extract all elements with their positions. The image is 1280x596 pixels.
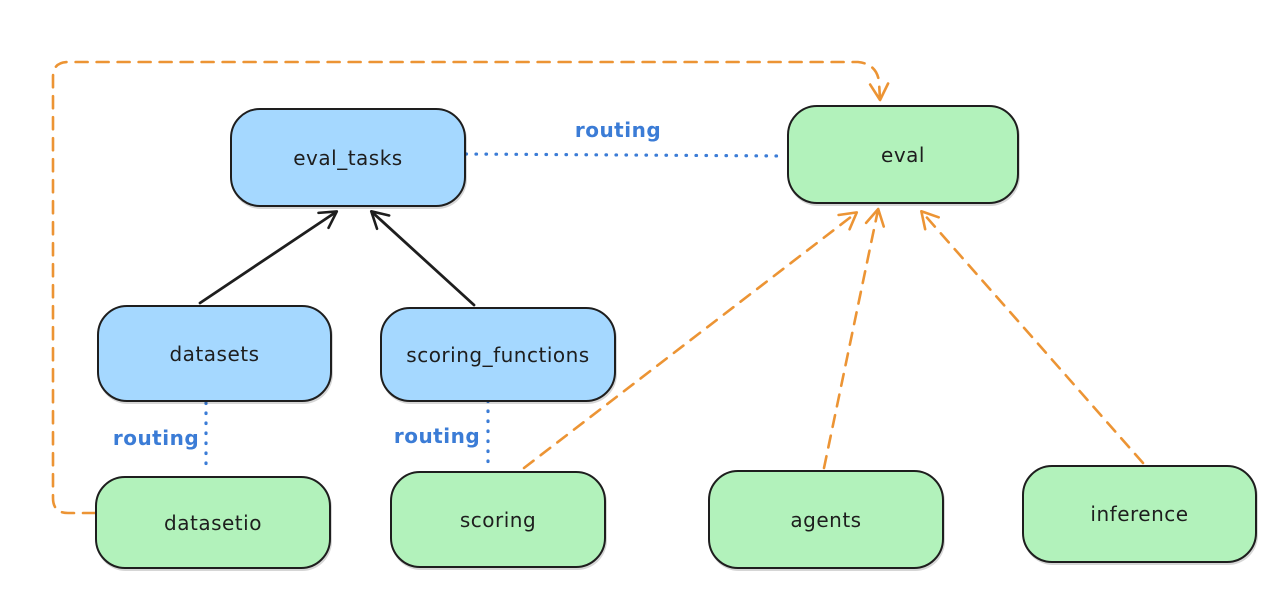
node-eval_tasks: eval_tasks	[230, 108, 466, 207]
routing-label-scoring_functions-scoring: routing	[393, 424, 481, 448]
edge-scoring_functions-to-eval_tasks-arrow	[369, 210, 476, 307]
routing-label-datasets-datasetio: routing	[112, 426, 200, 450]
node-scoring_functions-label: scoring_functions	[406, 342, 590, 367]
node-inference: inference	[1022, 465, 1257, 563]
node-datasets-label: datasets	[169, 341, 260, 366]
node-agents: agents	[708, 470, 944, 569]
edge-agents-to-eval-dashed-arrow	[822, 207, 886, 470]
edge-inference-to-eval-dashed-arrow	[920, 209, 1145, 465]
node-scoring_functions: scoring_functions	[380, 307, 616, 402]
node-eval_tasks-label: eval_tasks	[293, 145, 403, 170]
edge-scoring-to-eval-dashed-arrow	[522, 211, 859, 470]
routing-label-eval_tasks-eval: routing	[574, 118, 662, 142]
edge-datasetio-to-eval-dashed-arrow	[51, 60, 890, 515]
node-datasets: datasets	[97, 305, 332, 402]
node-eval: eval	[787, 105, 1019, 204]
edge-datasets-to-eval_tasks-arrow	[198, 210, 339, 305]
edge-eval_tasks-to-eval-dotted	[464, 152, 786, 158]
node-agents-label: agents	[790, 507, 862, 532]
node-eval-label: eval	[881, 142, 925, 167]
node-scoring-label: scoring	[459, 507, 537, 532]
node-scoring: scoring	[390, 471, 606, 568]
node-inference-label: inference	[1090, 502, 1189, 526]
node-datasetio-label: datasetio	[164, 510, 262, 535]
node-datasetio: datasetio	[95, 476, 331, 569]
